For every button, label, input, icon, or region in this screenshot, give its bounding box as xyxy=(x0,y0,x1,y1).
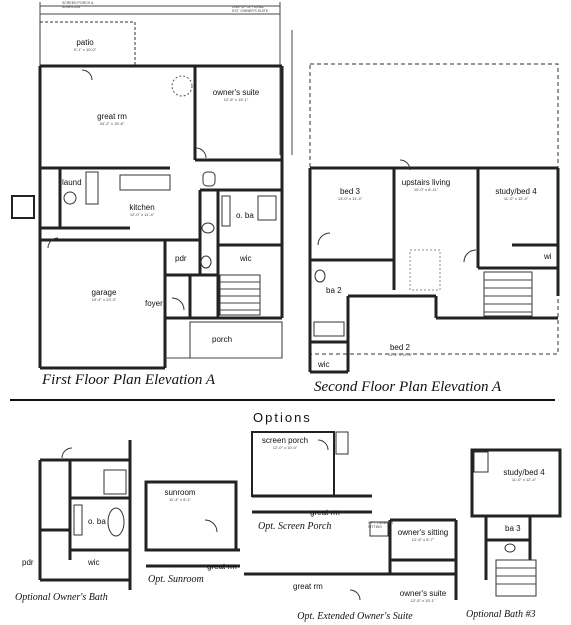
opt-screen-porch-label: screen porch xyxy=(261,436,309,445)
room-label-pdr: pdr xyxy=(175,254,187,263)
room-label-wi: wi xyxy=(544,252,552,261)
opt-extended-sitting-dim: 12'-6" x 6'-7" xyxy=(411,537,435,542)
room-dim-great-rm: 24'-2" x 15'-6" xyxy=(99,121,125,126)
room-dim-study-bed4: 11'-0" x 12'-4" xyxy=(503,196,529,201)
caption-opt-extended-suite: Opt. Extended Owner's Suite xyxy=(297,611,413,622)
opt-sunroom-great-rm: great rm xyxy=(207,562,237,571)
room-label-kitchen: kitchen xyxy=(129,203,155,212)
opt-bath3-ba3: ba 3 xyxy=(505,524,521,533)
room-label-bed3: bed 3 xyxy=(339,187,361,196)
room-label-porch: porch xyxy=(212,335,233,344)
second-floor-stairs xyxy=(483,271,533,317)
room-label-o-ba: o. ba xyxy=(236,211,254,220)
first-floor-stairs xyxy=(219,274,261,316)
options-title: Options xyxy=(253,410,312,425)
opt-extended-great-rm: great rm xyxy=(293,582,323,591)
opt-owners-bath-o-ba: o. ba xyxy=(88,517,106,526)
opt-screen-porch-dim: 12'-0" x 10'-0" xyxy=(272,445,298,450)
opt-sunroom-dim: 11'-4" x 9'-1" xyxy=(168,497,192,502)
option-extended-suite-plan xyxy=(244,518,458,601)
room-label-patio: patio xyxy=(76,38,94,47)
opt-extended-suite-label: owner's suite xyxy=(399,589,447,598)
caption-opt-bath3: Optional Bath #3 xyxy=(466,609,536,620)
room-label-ba2: ba 2 xyxy=(326,286,342,295)
opt-owners-bath-pdr: pdr xyxy=(22,558,34,567)
option-sunroom-plan xyxy=(144,480,240,568)
option-bath3-plan xyxy=(470,448,562,597)
room-dim-bed2: 13'-2" x 11'-3" xyxy=(387,352,413,357)
room-dim-kitchen: 12'-0" x 11'-4" xyxy=(129,212,155,217)
opt-bath3-study-label: study/bed 4 xyxy=(503,468,545,477)
room-label-great-rm: great rm xyxy=(97,112,127,121)
room-label-bed2: bed 2 xyxy=(389,343,411,352)
opt-owners-bath-wic: wic xyxy=(88,558,100,567)
first-floor-plan xyxy=(11,2,293,370)
room-dim-bed3: 13'-0" x 11'-4" xyxy=(337,196,363,201)
opt-screen-porch-great-rm: great rm xyxy=(310,508,340,517)
room-label-garage: garage xyxy=(91,288,117,297)
opt-bath3-study-dim: 11'-0" x 12'-4" xyxy=(511,477,537,482)
room-dim-garage: 19'-4" x 23'-3" xyxy=(91,297,117,302)
option-owners-bath-plan xyxy=(38,440,132,590)
opt-extended-sitting-label: owner's sitting xyxy=(397,528,449,537)
room-label-wic-second: wic xyxy=(318,360,330,369)
opt-extended-suite-dim: 12'-5" x 15'-1" xyxy=(410,598,436,603)
room-dim-patio: 9'-1" x 10'-0" xyxy=(73,47,97,52)
second-floor-plan xyxy=(308,63,560,374)
kitchen-island xyxy=(119,174,171,191)
caption-opt-owners-bath: Optional Owner's Bath xyxy=(15,592,108,603)
room-label-foyer: foyer xyxy=(145,299,163,308)
room-label-owners-suite: owner's suite xyxy=(212,88,260,97)
caption-second-floor: Second Floor Plan Elevation A xyxy=(314,379,502,395)
room-label-upstairs-living: upstairs living xyxy=(401,178,451,187)
room-dim-owners-suite: 12'-5" x 15'-1" xyxy=(223,97,249,102)
option-screen-porch-plan xyxy=(251,431,372,514)
room-label-wic: wic xyxy=(240,254,252,263)
room-label-study-bed4: study/bed 4 xyxy=(495,187,537,196)
note-screen-porch-top: SCREEN PORCH &SUNROOM xyxy=(62,1,94,9)
caption-first-floor: First Floor Plan Elevation A xyxy=(42,372,216,388)
caption-opt-screen-porch: Opt. Screen Porch xyxy=(258,521,332,532)
room-dim-upstairs-living: 10'-0" x 8'-11" xyxy=(413,187,439,192)
caption-opt-sunroom: Opt. Sunroom xyxy=(148,574,204,585)
room-label-laund: laund xyxy=(62,178,82,187)
opt-sunroom-label: sunroom xyxy=(164,488,196,497)
